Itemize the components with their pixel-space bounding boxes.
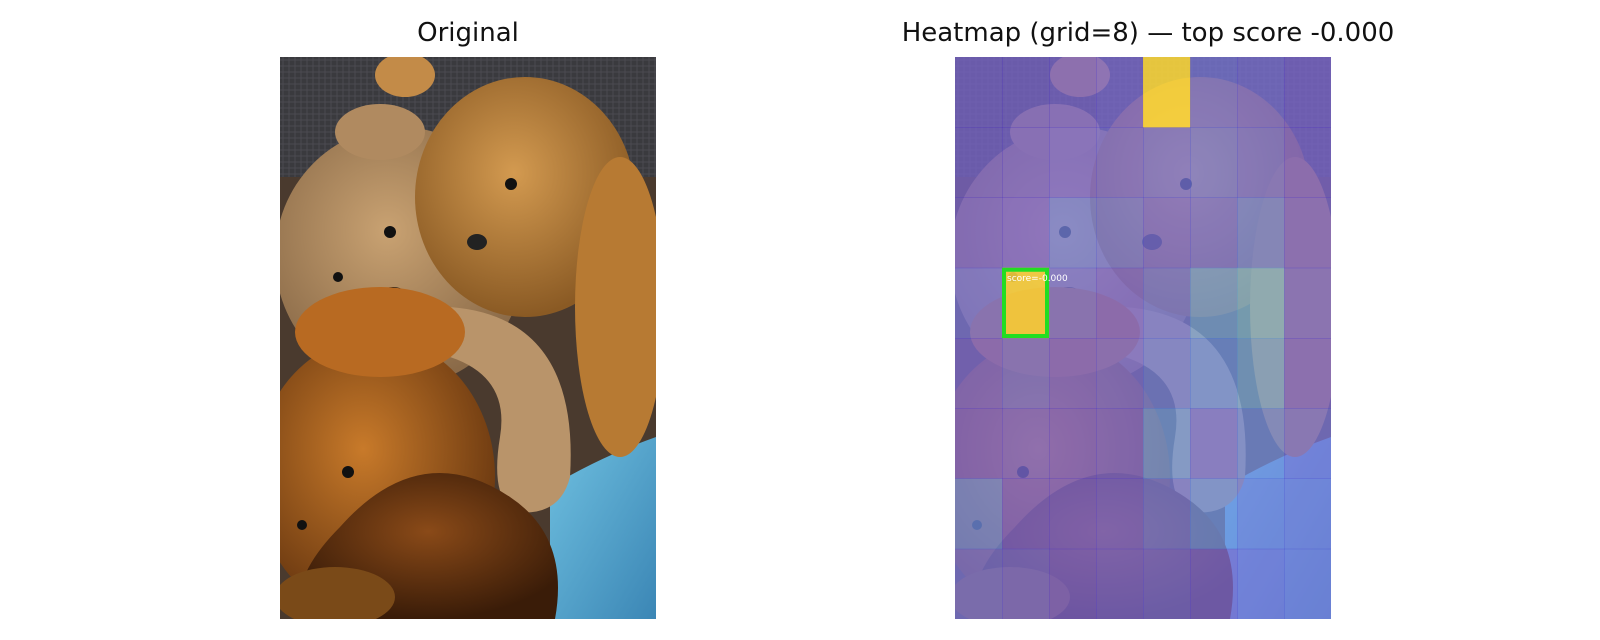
heatmap-cell (1190, 267, 1238, 339)
heatmap-cell (1237, 127, 1285, 198)
heatmap-cell (955, 127, 1003, 198)
heatmap-cell (1096, 548, 1144, 619)
heatmap-cell (1002, 267, 1050, 339)
heatmap-cell (1190, 197, 1238, 269)
heatmap-cell (1096, 127, 1144, 198)
original-title: Original (417, 18, 519, 48)
heatmap-cell (1096, 197, 1144, 269)
heatmap-cell (955, 57, 1003, 128)
heatmap-cell (1143, 127, 1191, 198)
heatmap-cell (1190, 57, 1238, 128)
heatmap-cell (1049, 267, 1097, 339)
heatmap-cell (1284, 57, 1331, 128)
heatmap-cell (1284, 338, 1331, 409)
heatmap-cell (1002, 548, 1050, 619)
heatmap-cell (1096, 57, 1144, 128)
heatmap-cell (1002, 57, 1050, 128)
heatmap-cell (1049, 408, 1097, 479)
heatmap-cell (955, 478, 1003, 550)
heatmap-cell (955, 548, 1003, 619)
heatmap-cell (1190, 408, 1238, 479)
heatmap-cell (1002, 197, 1050, 269)
original-image (280, 57, 656, 619)
heatmap-cell (1049, 127, 1097, 198)
heatmap-cell (1143, 408, 1191, 479)
top-score-label: score=-0.000 (1007, 274, 1068, 284)
heatmap-cell (955, 408, 1003, 479)
heatmap-cell (1237, 548, 1285, 619)
heatmap-title: Heatmap (grid=8) — top score -0.000 (901, 18, 1395, 48)
heatmap-cell (1237, 338, 1285, 409)
heatmap-cell (1284, 127, 1331, 198)
heatmap-cell (955, 267, 1003, 339)
heatmap-cell (1284, 478, 1331, 550)
heatmap-cell (1096, 478, 1144, 550)
heatmap-cell (1190, 548, 1238, 619)
heatmap-cell (955, 197, 1003, 269)
heatmap-overlay: score=-0.000 (955, 57, 1331, 619)
heatmap-cell (1049, 197, 1097, 269)
heatmap-cell (1096, 408, 1144, 479)
heatmap-cell (1143, 548, 1191, 619)
heatmap-cell (1143, 57, 1191, 128)
heatmap-cell (1049, 548, 1097, 619)
heatmap-cell (1002, 478, 1050, 550)
heatmap-cell (1049, 478, 1097, 550)
heatmap-image: score=-0.000 (955, 57, 1331, 619)
heatmap-cell (1096, 267, 1144, 339)
heatmap-cell (1143, 197, 1191, 269)
heatmap-cell (1049, 338, 1097, 409)
heatmap-cell (1237, 267, 1285, 339)
heatmap-cell (1284, 197, 1331, 269)
heatmap-cell (1143, 338, 1191, 409)
heatmap-cell (1284, 267, 1331, 339)
heatmap-cell (1049, 57, 1097, 128)
heatmap-cell (1002, 338, 1050, 409)
heatmap-cell (955, 338, 1003, 409)
heatmap-cell (1237, 408, 1285, 479)
heatmap-cell (1237, 197, 1285, 269)
heatmap-cell (1237, 57, 1285, 128)
heatmap-cell (1002, 127, 1050, 198)
heatmap-cell (1002, 408, 1050, 479)
heatmap-cell (1190, 338, 1238, 409)
heatmap-cell (1190, 127, 1238, 198)
heatmap-cell (1143, 267, 1191, 339)
heatmap-cell (1237, 478, 1285, 550)
heatmap-cell (1284, 408, 1331, 479)
heatmap-cell (1143, 478, 1191, 550)
heatmap-cells (955, 57, 1331, 619)
heatmap-cell (1190, 478, 1238, 550)
teddy-bears-photo (280, 57, 656, 619)
heatmap-cell (1284, 548, 1331, 619)
top-score-box: score=-0.000 (1002, 267, 1068, 338)
heatmap-cell (1096, 338, 1144, 409)
top-score-rectangle (1002, 267, 1049, 338)
